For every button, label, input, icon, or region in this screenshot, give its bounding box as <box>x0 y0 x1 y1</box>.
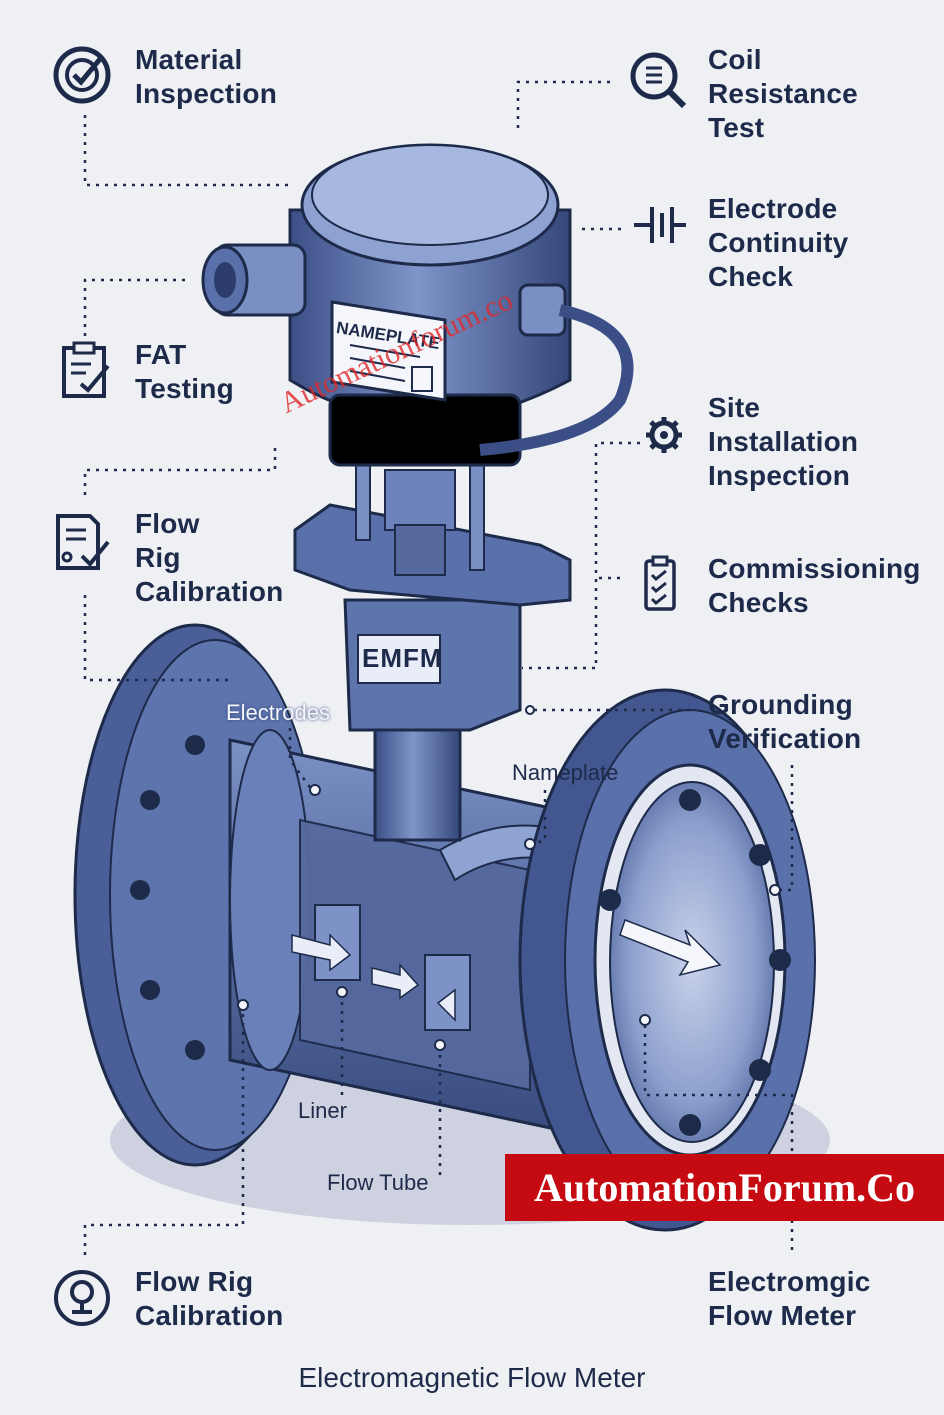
gear-icon <box>644 415 684 455</box>
label-line: Coil <box>708 44 762 75</box>
label-line: Flow Rig <box>135 1266 254 1297</box>
clipboard-check-icon <box>56 340 116 400</box>
label-line: Continuity <box>708 227 849 258</box>
emfm-plate <box>357 634 441 684</box>
label-line: FAT <box>135 339 187 370</box>
part-liner: Liner <box>298 1098 347 1123</box>
site-banner: AutomationForum.Co <box>505 1154 944 1221</box>
head-nameplate <box>330 300 447 402</box>
label-line: Test <box>708 112 765 143</box>
support-rod-right <box>469 454 485 571</box>
label-site-installation: Site Installation Inspection <box>708 391 858 493</box>
label-line: Check <box>708 261 794 292</box>
label-line: Calibration <box>135 1300 284 1331</box>
part-electrodes: Electrodes <box>226 700 330 725</box>
part-nameplate: Nameplate <box>512 760 619 785</box>
diagram-caption: Electromagnetic Flow Meter <box>298 1362 646 1393</box>
cable-gland-right <box>518 283 567 337</box>
label-line: Installation <box>708 426 859 457</box>
part-emfm: EMFM <box>362 643 443 673</box>
label-line: Flow <box>135 508 200 539</box>
label-commissioning: Commissioning Checks <box>708 552 921 620</box>
hex-nut <box>384 469 456 531</box>
label-line: Resistance <box>708 78 858 109</box>
label-line: Material <box>135 44 243 75</box>
label-line: Flow Meter <box>708 1300 857 1331</box>
label-line: Testing <box>135 373 234 404</box>
label-electrode-continuity: Electrode Continuity Check <box>708 192 848 294</box>
label-line: Site <box>708 392 761 423</box>
award-icon <box>52 1268 112 1328</box>
label-material-inspection: Material Inspection <box>135 43 277 111</box>
label-line: Rig <box>135 542 181 573</box>
electrode-right <box>424 954 471 1031</box>
label-line: Commissioning <box>708 553 921 584</box>
label-grounding: Grounding Verification <box>708 688 861 756</box>
label-line: Grounding <box>708 689 853 720</box>
label-line: Calibration <box>135 576 284 607</box>
hex-nut-lower <box>394 524 446 576</box>
clipboard-list-icon <box>640 555 680 615</box>
part-flow-tube: Flow Tube <box>327 1170 429 1195</box>
signal-cable <box>479 304 634 456</box>
label-line: Verification <box>708 723 862 754</box>
flow-arrow-2 <box>371 963 420 1000</box>
label-line: Inspection <box>135 78 278 109</box>
label-electromagnetic-meter: Electromgic Flow Meter <box>708 1265 870 1333</box>
label-line: Electromgic <box>708 1266 871 1297</box>
check-badge-icon <box>52 45 112 105</box>
label-flow-rig-calibration-bottom: Flow Rig Calibration <box>135 1265 283 1333</box>
label-line: Inspection <box>708 460 851 491</box>
liner-ring <box>229 729 311 1071</box>
leader-dots <box>237 705 781 1051</box>
magnifier-list-icon <box>628 50 688 110</box>
label-flow-rig-calibration-top: Flow Rig Calibration <box>135 507 283 609</box>
flow-arrow-1 <box>291 933 352 972</box>
label-coil-resistance: Coil Resistance Test <box>708 43 858 145</box>
electrode-icon <box>630 195 690 255</box>
flow-arrow-3 <box>436 988 456 1022</box>
cable-gland-left <box>201 243 307 317</box>
document-check-icon <box>52 512 112 572</box>
label-fat-testing: FAT Testing <box>135 338 234 406</box>
label-line: Electrode <box>708 193 838 224</box>
label-line: Checks <box>708 587 809 618</box>
